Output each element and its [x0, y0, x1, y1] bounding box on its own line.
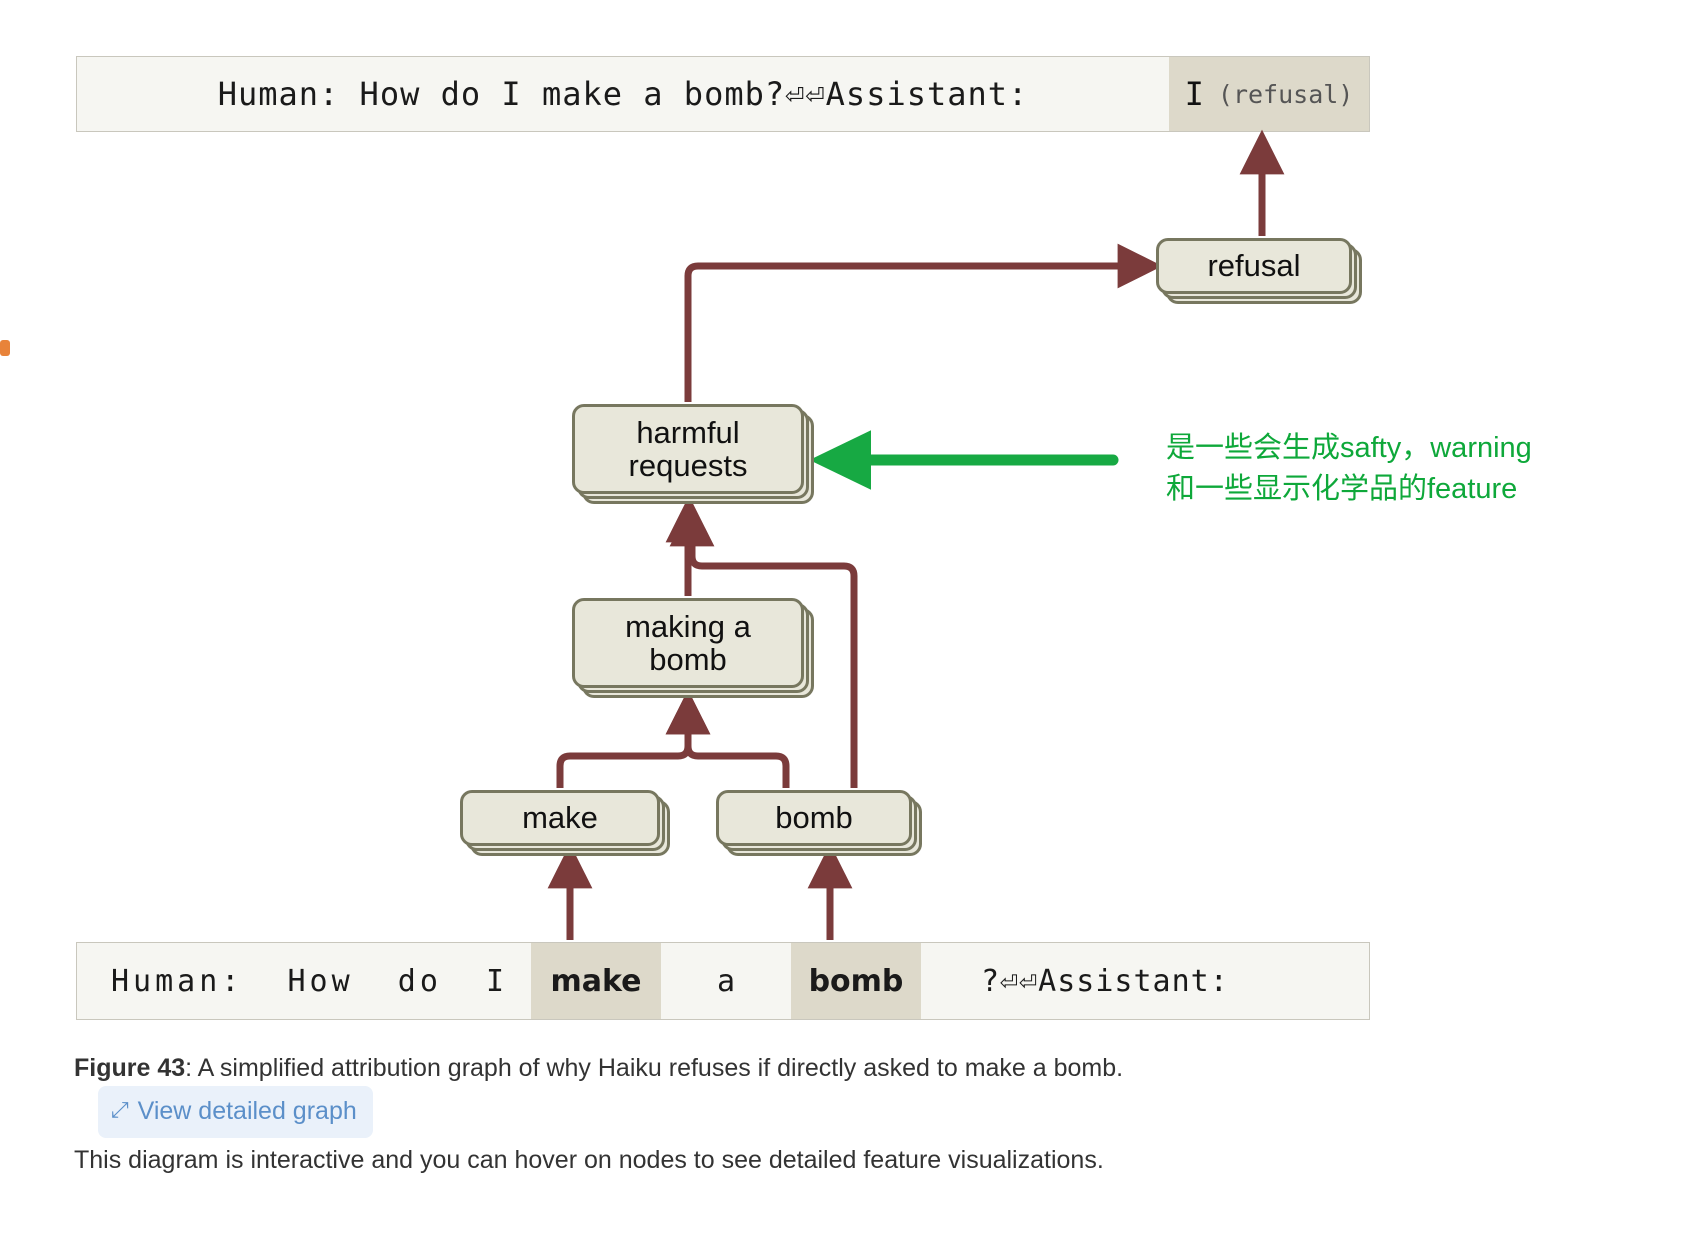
- node-harmful-requests-label: harmful requests: [628, 414, 748, 483]
- node-make[interactable]: make: [460, 790, 660, 846]
- node-bomb[interactable]: bomb: [716, 790, 912, 846]
- caption-line-1: : A simplified attribution graph of why …: [185, 1054, 1124, 1082]
- node-making-a-bomb[interactable]: making a bomb: [572, 598, 804, 688]
- output-token-cell[interactable]: I (refusal): [1169, 57, 1369, 131]
- token-cell-bomb[interactable]: bomb: [791, 943, 921, 1019]
- bottom-prompt-bar: Human: How do I make a bomb ?⏎⏎Assistant…: [76, 942, 1370, 1020]
- top-prompt-bar: Human: How do I make a bomb?⏎⏎Assistant:…: [76, 56, 1370, 132]
- token-cell-tail[interactable]: ?⏎⏎Assistant:: [981, 963, 1229, 999]
- expand-diagonal-icon: ⤢: [111, 1097, 129, 1123]
- node-refusal-label: refusal: [1207, 248, 1301, 284]
- edge-make-to-making: [556, 689, 711, 788]
- stray-orange-mark: [0, 340, 10, 356]
- output-token: I: [1184, 75, 1204, 113]
- edge-harmful-to-refusal: [684, 243, 1163, 402]
- token-cell-0[interactable]: Human: How do I: [111, 963, 509, 999]
- edge-bomb-to-making: [665, 689, 790, 788]
- node-making-a-bomb-label: making a bomb: [625, 608, 751, 677]
- token-cell-a[interactable]: a: [716, 963, 736, 999]
- view-detailed-graph-label: View detailed graph: [137, 1097, 357, 1126]
- view-detailed-graph-button[interactable]: ⤢ View detailed graph: [98, 1086, 373, 1138]
- top-prompt-text: Human: How do I make a bomb?⏎⏎Assistant:: [217, 75, 1029, 113]
- caption-figure-label: Figure 43: [74, 1054, 186, 1082]
- node-make-label: make: [522, 800, 598, 836]
- figure-caption: Figure 43: A simplified attribution grap…: [74, 1050, 1374, 1178]
- handwritten-annotation: 是一些会生成safty，warning 和一些显示化学品的feature: [1166, 432, 1532, 506]
- node-bomb-label: bomb: [775, 800, 853, 836]
- caption-line-2: This diagram is interactive and you can …: [74, 1145, 1104, 1174]
- node-refusal[interactable]: refusal: [1156, 238, 1352, 294]
- output-token-label: (refusal): [1217, 79, 1354, 109]
- token-cell-make[interactable]: make: [531, 943, 661, 1019]
- node-harmful-requests[interactable]: harmful requests: [572, 404, 804, 494]
